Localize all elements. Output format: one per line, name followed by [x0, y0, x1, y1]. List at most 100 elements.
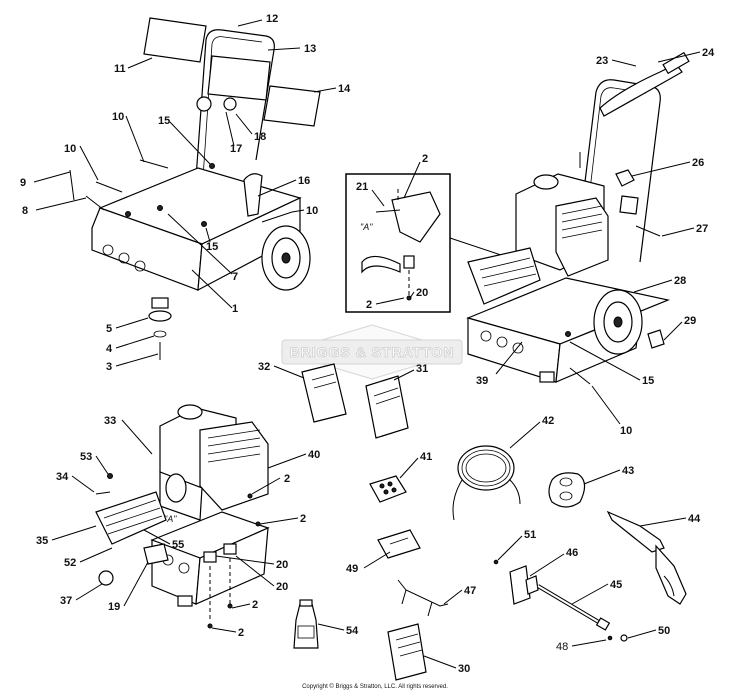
label-p43: 43 — [622, 465, 634, 477]
nut-53 — [107, 473, 113, 479]
label-p40: 40 — [308, 449, 320, 461]
bolt-27 — [635, 225, 661, 237]
label-p21: 21 — [356, 181, 368, 193]
part-labels: 12 11 13 14 18 17 10 15 10 9 8 16 10 15 … — [20, 13, 715, 675]
bolt-10b — [95, 181, 123, 193]
bolt-8 — [85, 195, 105, 211]
label-p53: 53 — [80, 451, 92, 463]
label-p26: 26 — [692, 157, 704, 169]
decal-14 — [263, 85, 321, 127]
part-50 — [620, 634, 628, 642]
fitting-19 — [143, 543, 169, 565]
label-p7: 7 — [232, 271, 238, 283]
detail-a-box: "A" — [345, 173, 505, 313]
label-p2f: 2 — [238, 627, 244, 639]
label-p49: 49 — [346, 563, 358, 575]
label-p9: 9 — [20, 177, 26, 189]
label-p51: 51 — [524, 529, 536, 541]
label-p2c: 2 — [284, 473, 290, 485]
label-p46: 46 — [566, 547, 578, 559]
label-p4: 4 — [106, 343, 113, 355]
decal-11 — [143, 17, 207, 63]
label-p15a: 15 — [158, 115, 170, 127]
frame-assembly — [69, 17, 321, 360]
knob-left — [196, 96, 212, 112]
label-p42: 42 — [542, 415, 554, 427]
fitting-37 — [98, 570, 114, 586]
label-p13: 13 — [304, 43, 316, 55]
label-p47: 47 — [464, 585, 476, 597]
label-p18: 18 — [254, 131, 266, 143]
label-p54: 54 — [346, 625, 359, 637]
label-p10d: 10 — [620, 425, 632, 437]
label-p14: 14 — [338, 83, 351, 95]
knob-right — [223, 97, 237, 111]
label-p50: 50 — [658, 625, 670, 637]
label-p15b: 15 — [206, 241, 218, 253]
manuals — [301, 363, 409, 439]
label-p24: 24 — [702, 47, 715, 59]
label-p12: 12 — [266, 13, 278, 25]
label-p52: 52 — [64, 557, 76, 569]
label-p41: 41 — [420, 451, 432, 463]
leader-lines — [33, 19, 701, 669]
bolt-34 — [95, 491, 111, 495]
label-p19: 19 — [108, 601, 120, 613]
detail-a-ref: "A" — [164, 514, 177, 524]
label-p10c: 10 — [306, 205, 318, 217]
label-p10b: 10 — [64, 143, 76, 155]
foot-5 — [148, 310, 172, 322]
label-p11: 11 — [114, 63, 126, 75]
plate-46 — [509, 565, 531, 605]
label-p20a: 20 — [416, 287, 428, 299]
nozzle-card-41 — [369, 475, 407, 503]
manual-30 — [387, 623, 427, 681]
label-p2e: 2 — [252, 599, 258, 611]
label-p44: 44 — [688, 513, 701, 525]
pin-9 — [69, 169, 75, 201]
label-p20c: 20 — [276, 581, 288, 593]
part-48 — [607, 635, 613, 641]
label-p3: 3 — [106, 361, 112, 373]
label-p15c: 15 — [642, 375, 654, 387]
detail-leader — [449, 237, 505, 257]
copyright-notice: Copyright © Briggs & Stratton, LLC. All … — [302, 684, 448, 690]
accessories — [293, 445, 687, 681]
bolt-10a — [139, 159, 169, 169]
label-p1: 1 — [232, 303, 238, 315]
label-p10a: 10 — [112, 111, 124, 123]
label-p2b: 2 — [366, 299, 372, 311]
decal-13 — [207, 55, 271, 101]
label-p39: 39 — [476, 375, 488, 387]
label-p2a: 2 — [422, 153, 428, 165]
engine-pump-assembly: "A" — [95, 404, 270, 629]
card-49 — [377, 529, 421, 559]
cap-29 — [647, 329, 665, 349]
label-p16: 16 — [298, 175, 310, 187]
label-p20b: 20 — [276, 559, 288, 571]
manual-31 — [365, 375, 409, 439]
label-p34: 34 — [56, 471, 69, 483]
label-p27: 27 — [696, 223, 708, 235]
label-p5: 5 — [106, 323, 112, 335]
manual-32 — [301, 363, 347, 423]
watermark-text: BRIGGS & STRATTON — [289, 344, 454, 360]
label-p23: 23 — [596, 55, 608, 67]
label-p37: 37 — [60, 595, 72, 607]
bracket-47 — [397, 579, 449, 607]
label-p28: 28 — [674, 275, 686, 287]
label-p32: 32 — [258, 361, 270, 373]
detail-a-label: "A" — [360, 222, 373, 232]
part-51 — [493, 559, 499, 565]
strap-43 — [548, 472, 586, 508]
assembled-unit — [466, 51, 690, 385]
label-p55: 55 — [172, 539, 184, 551]
label-p29: 29 — [684, 315, 696, 327]
hose-42 — [457, 445, 515, 491]
label-p35: 35 — [36, 535, 48, 547]
bolt-10d — [569, 367, 591, 385]
label-p31: 31 — [416, 363, 428, 375]
label-p48: 48 — [556, 641, 568, 653]
label-p17: 17 — [230, 143, 242, 155]
